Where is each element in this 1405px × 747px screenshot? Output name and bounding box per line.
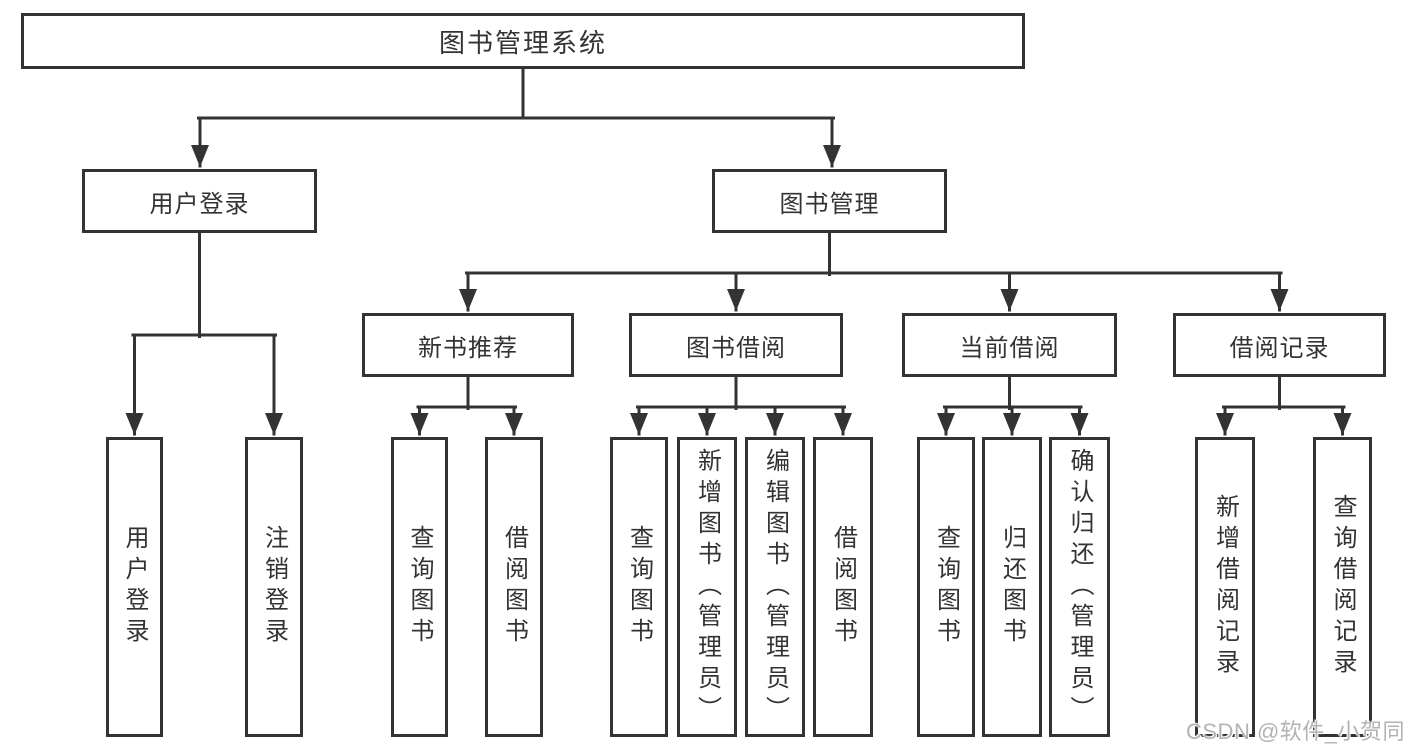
node-borrowing-records: 借阅记录 — [1173, 313, 1386, 377]
leaf-logout: 注销登录 — [245, 437, 303, 737]
leaf-borrow-books-borrowing: 借阅图书 — [813, 437, 873, 737]
leaf-query-books-borrowing: 查询图书 — [610, 437, 668, 737]
leaf-edit-books-admin: 编辑图书（管理员） — [745, 437, 805, 737]
leaf-borrow-books-recommend: 借阅图书 — [485, 437, 543, 737]
leaf-query-borrow-record: 查询借阅记录 — [1313, 437, 1372, 737]
leaf-add-borrow-record: 新增借阅记录 — [1195, 437, 1255, 737]
leaf-user-login: 用户登录 — [106, 437, 163, 737]
csdn-watermark: CSDN @软件_小贺同学 — [1186, 719, 1405, 744]
node-current-borrowing: 当前借阅 — [902, 313, 1117, 377]
leaf-query-books-recommend: 查询图书 — [391, 437, 448, 737]
leaf-query-books-current: 查询图书 — [917, 437, 975, 737]
leaf-confirm-return-admin: 确认归还（管理员） — [1049, 437, 1110, 737]
node-new-book-recommendation: 新书推荐 — [362, 313, 574, 377]
leaf-add-books-admin: 新增图书（管理员） — [677, 437, 737, 737]
node-book-management-system: 图书管理系统 — [21, 13, 1025, 69]
node-book-borrowing: 图书借阅 — [629, 313, 843, 377]
leaf-return-books: 归还图书 — [982, 437, 1042, 737]
node-user-login: 用户登录 — [82, 169, 317, 233]
node-book-management: 图书管理 — [712, 169, 947, 233]
